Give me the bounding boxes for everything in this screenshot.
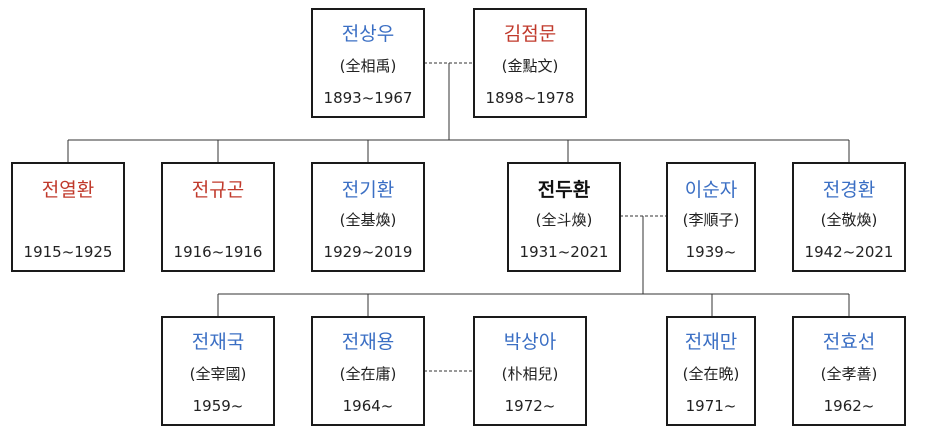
person-years: 1942~2021 [804,243,894,261]
person-name: 김점문 [503,23,557,45]
person-name: 전기환 [341,179,395,201]
person-years: 1964~ [342,397,394,415]
person-name: 전재용 [341,331,395,353]
person-years: 1939~ [685,243,737,261]
person-name: 박상아 [503,331,557,353]
person-years: 1959~ [192,397,244,415]
person-hanja: (金點文) [501,57,559,75]
person-box: 전재국 (全宰國) 1959~ [161,316,275,426]
person-box: 이순자 (李順子) 1939~ [666,162,756,272]
person-hanja: (朴相兒) [501,365,559,383]
person-box: 전경환 (全敬煥) 1942~2021 [792,162,906,272]
person-name: 전열환 [41,179,95,201]
person-box: 전기환 (全基煥) 1929~2019 [311,162,425,272]
person-hanja: (全相禹) [339,57,397,75]
person-name: 전두환 [537,179,591,201]
person-name: 전상우 [341,23,395,45]
person-box: 전재만 (全在晩) 1971~ [666,316,756,426]
person-box: 박상아 (朴相兒) 1972~ [473,316,587,426]
person-box: 전열환 1915~1925 [11,162,125,272]
person-hanja: (全在庸) [339,365,397,383]
person-years: 1972~ [504,397,556,415]
person-years: 1929~2019 [323,243,413,261]
person-hanja: (全孝善) [820,365,878,383]
person-name: 이순자 [684,179,738,201]
person-years: 1915~1925 [23,243,113,261]
person-box: 김점문 (金點文) 1898~1978 [473,8,587,118]
person-box: 전두환 (全斗煥) 1931~2021 [507,162,621,272]
person-box: 전효선 (全孝善) 1962~ [792,316,906,426]
person-name: 전경환 [822,179,876,201]
person-hanja: (全斗煥) [535,211,593,229]
person-name: 전재국 [191,331,245,353]
person-years: 1962~ [823,397,875,415]
person-name: 전규곤 [191,179,245,201]
person-years: 1971~ [685,397,737,415]
person-years: 1916~1916 [173,243,263,261]
person-hanja: (李順子) [682,211,740,229]
person-hanja: (全在晩) [682,365,740,383]
person-years: 1898~1978 [485,89,575,107]
person-years: 1931~2021 [519,243,609,261]
person-box: 전규곤 1916~1916 [161,162,275,272]
person-box: 전재용 (全在庸) 1964~ [311,316,425,426]
person-hanja: (全宰國) [189,365,247,383]
person-hanja: (全基煥) [339,211,397,229]
person-name: 전재만 [684,331,738,353]
person-box: 전상우 (全相禹) 1893~1967 [311,8,425,118]
person-hanja: (全敬煥) [820,211,878,229]
person-years: 1893~1967 [323,89,413,107]
person-name: 전효선 [822,331,876,353]
